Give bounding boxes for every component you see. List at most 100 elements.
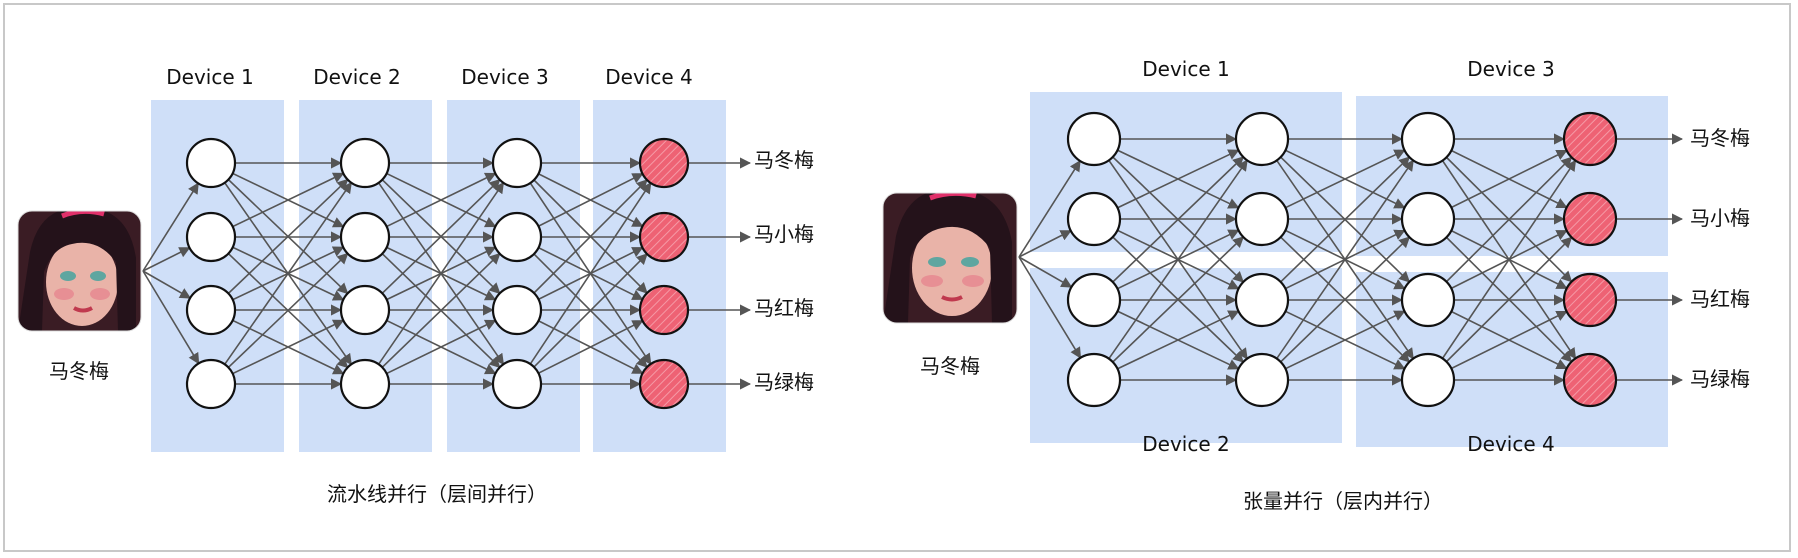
connection-arrow (516, 162, 648, 294)
pipeline-device-2-label: Device 2 (313, 65, 400, 89)
connection-arrow (1018, 256, 1073, 288)
connection-arrow (1018, 159, 1081, 258)
connection-arrow (210, 178, 349, 311)
connection-arrow (1261, 138, 1411, 283)
connection-arrow (1093, 159, 1248, 381)
connection-arrow (364, 181, 505, 385)
connection-arrow (1261, 138, 1414, 360)
connection-arrow (1261, 218, 1411, 363)
pipeline-neuron-node (185, 284, 237, 336)
connection-arrow (516, 182, 652, 385)
connection-arrow (142, 182, 199, 272)
connection-arrow (142, 247, 191, 272)
hatched-output-node-icon (638, 358, 690, 410)
pipeline-neuron-node (185, 211, 237, 263)
connection-arrow (210, 162, 352, 366)
connection-arrow (364, 162, 505, 366)
connection-arrow (1427, 236, 1573, 381)
connection-arrow (210, 181, 352, 385)
connection-arrow (1018, 256, 1082, 359)
figure-border (3, 3, 1791, 552)
pipeline-neuron-node (339, 211, 391, 263)
tensor-device-4-label: Device 4 (1467, 432, 1554, 456)
pipeline-input-label: 马冬梅 (49, 359, 109, 383)
pipeline-neuron-node (185, 358, 237, 410)
connection-arrow (1018, 230, 1072, 258)
connection-arrow (1093, 138, 1245, 283)
hatched-output-node-icon (638, 211, 690, 263)
connection-arrow (142, 270, 200, 365)
tensor-neuron-node (1234, 111, 1290, 167)
connection-arrow (210, 236, 349, 369)
connection-arrow (1427, 138, 1573, 283)
hatched-output-node-icon (1562, 111, 1618, 167)
connection-arrow (1093, 156, 1245, 301)
connection-arrow (1261, 159, 1414, 381)
pipeline-neuron-node (339, 358, 391, 410)
tensor-neuron-node (1400, 272, 1456, 328)
pipeline-neuron-node (491, 284, 543, 336)
tensor-neuron-node (1234, 272, 1290, 328)
connection-arrow (364, 236, 501, 369)
pipeline-output-label-2: 马小梅 (754, 222, 814, 246)
connection-arrow (1427, 156, 1573, 301)
tensor-neuron-node (1400, 111, 1456, 167)
connection-arrow (364, 162, 501, 295)
connection-arrow (364, 252, 501, 385)
pipeline-device-4-label: Device 4 (605, 65, 692, 89)
connection-arrow (210, 252, 349, 385)
hatched-output-node-icon (638, 137, 690, 189)
connection-arrow (1093, 236, 1245, 381)
pipeline-neuron-node (339, 284, 391, 336)
pipeline-caption: 流水线并行（层间并行） (327, 482, 547, 506)
connection-arrow (1427, 159, 1577, 381)
tensor-output-label-4: 马绿梅 (1690, 367, 1750, 391)
tensor-neuron-node (1066, 352, 1122, 408)
hatched-output-node-icon (1562, 191, 1618, 247)
tensor-output-label-1: 马冬梅 (1690, 126, 1750, 150)
tensor-output-label-2: 马小梅 (1690, 206, 1750, 230)
tensor-device-2-label: Device 2 (1142, 432, 1229, 456)
tensor-nodes (1066, 111, 1618, 408)
tensor-device-3-label: Device 3 (1467, 57, 1554, 81)
tensor-neuron-node (1234, 191, 1290, 247)
tensor-neuron-node (1400, 191, 1456, 247)
tensor-caption: 张量并行（层内并行） (1243, 489, 1443, 513)
connection-arrow (210, 162, 349, 295)
tensor-device-1-label: Device 1 (1142, 57, 1229, 81)
pipeline-output-label-4: 马绿梅 (754, 370, 814, 394)
connection-arrow (1261, 156, 1411, 301)
pipeline-neuron-node (491, 358, 543, 410)
hatched-output-node-icon (1562, 272, 1618, 328)
hatched-output-node-icon (638, 284, 690, 336)
tensor-neuron-node (1400, 352, 1456, 408)
connection-arrow (516, 253, 648, 385)
connection-arrow (1427, 138, 1577, 360)
tensor-neuron-node (1234, 352, 1290, 408)
pipeline-neuron-node (185, 137, 237, 189)
pipeline-output-label-3: 马红梅 (754, 296, 814, 320)
pipeline-nodes (185, 137, 690, 410)
tensor-input-label: 马冬梅 (920, 354, 980, 378)
connection-arrow (516, 162, 652, 365)
pipeline-device-3-label: Device 3 (461, 65, 548, 89)
connection-arrow (142, 270, 192, 299)
connection-arrow (516, 179, 648, 311)
portrait-photo-icon (17, 210, 142, 332)
connection-arrow (364, 178, 501, 311)
pipeline-neuron-node (491, 137, 543, 189)
pipeline-neuron-node (339, 137, 391, 189)
tensor-output-label-3: 马红梅 (1690, 287, 1750, 311)
hatched-output-node-icon (1562, 352, 1618, 408)
connection-arrow (1427, 218, 1573, 363)
pipeline-device-1-label: Device 1 (166, 65, 253, 89)
connection-arrow (516, 236, 648, 368)
pipeline-panel: Device 1 Device 2 Device 3 Device 4 (17, 65, 814, 506)
pipeline-neuron-node (491, 211, 543, 263)
portrait-photo-icon (882, 192, 1018, 324)
tensor-neuron-node (1066, 272, 1122, 328)
connection-arrow (1261, 236, 1411, 381)
tensor-panel: Device 1 Device 3 Device 2 Device 4 (882, 57, 1750, 513)
